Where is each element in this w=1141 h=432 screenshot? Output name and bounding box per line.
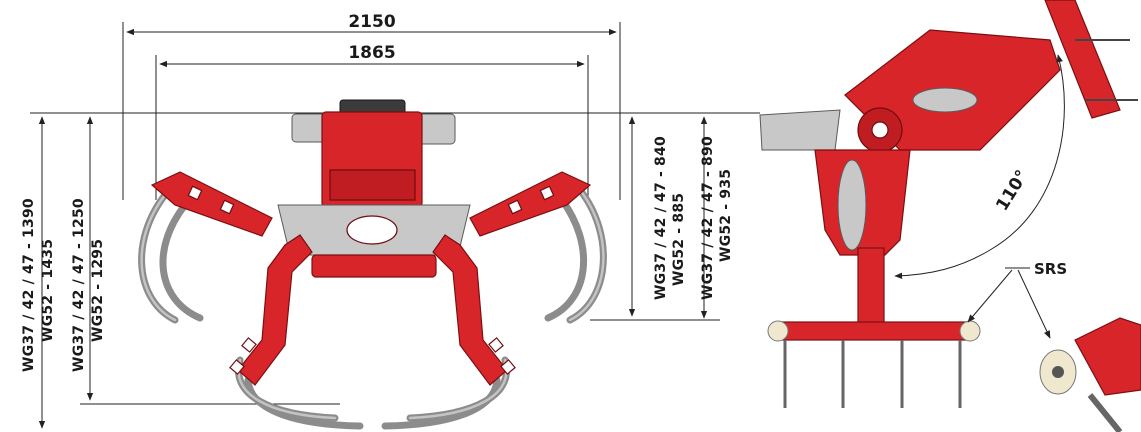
upper-arms <box>150 171 592 237</box>
dimension-width-inner: 1865 <box>155 43 589 200</box>
width-inner-label: 1865 <box>348 43 395 63</box>
height-left-outer-line2: WG52 - 1435 <box>40 239 56 342</box>
side-tines <box>783 340 962 408</box>
height-right-outer-line2: WG52 - 935 <box>718 169 734 262</box>
rotation-angle-label: 110° <box>992 167 1032 215</box>
lower-arms <box>229 234 516 386</box>
height-left-outer-line1: WG37 / 42 / 47 - 1390 <box>21 198 37 372</box>
dimension-height-right-outer: WG37 / 42 / 47 - 890 WG52 - 935 <box>700 116 734 319</box>
tines <box>138 186 607 430</box>
srs-detail <box>1039 317 1141 432</box>
dimension-width-outer: 2150 <box>122 12 621 200</box>
srs-callout: SRS <box>967 260 1067 339</box>
front-view: 2150 1865 WG37 / 42 / 47 - 1390 WG52 - 1… <box>21 12 760 430</box>
dimension-height-left-inner: WG37 / 42 / 47 - 1250 WG52 - 1295 <box>71 116 106 401</box>
height-right-inner-line1: WG37 / 42 / 47 - 840 <box>653 136 669 300</box>
srs-label: SRS <box>1034 260 1067 278</box>
height-left-inner-line1: WG37 / 42 / 47 - 1250 <box>71 198 87 372</box>
grab-body <box>277 99 471 278</box>
height-left-inner-line2: WG52 - 1295 <box>90 239 106 342</box>
side-view: 110° SRS <box>759 0 1141 432</box>
dimension-height-right-inner: WG37 / 42 / 47 - 840 WG52 - 885 <box>628 116 687 317</box>
height-right-inner-line2: WG52 - 885 <box>671 193 687 286</box>
height-right-outer-line1: WG37 / 42 / 47 - 890 <box>700 136 716 300</box>
width-outer-label: 2150 <box>348 12 395 32</box>
dimension-height-left-outer: WG37 / 42 / 47 - 1390 WG52 - 1435 <box>21 116 56 429</box>
